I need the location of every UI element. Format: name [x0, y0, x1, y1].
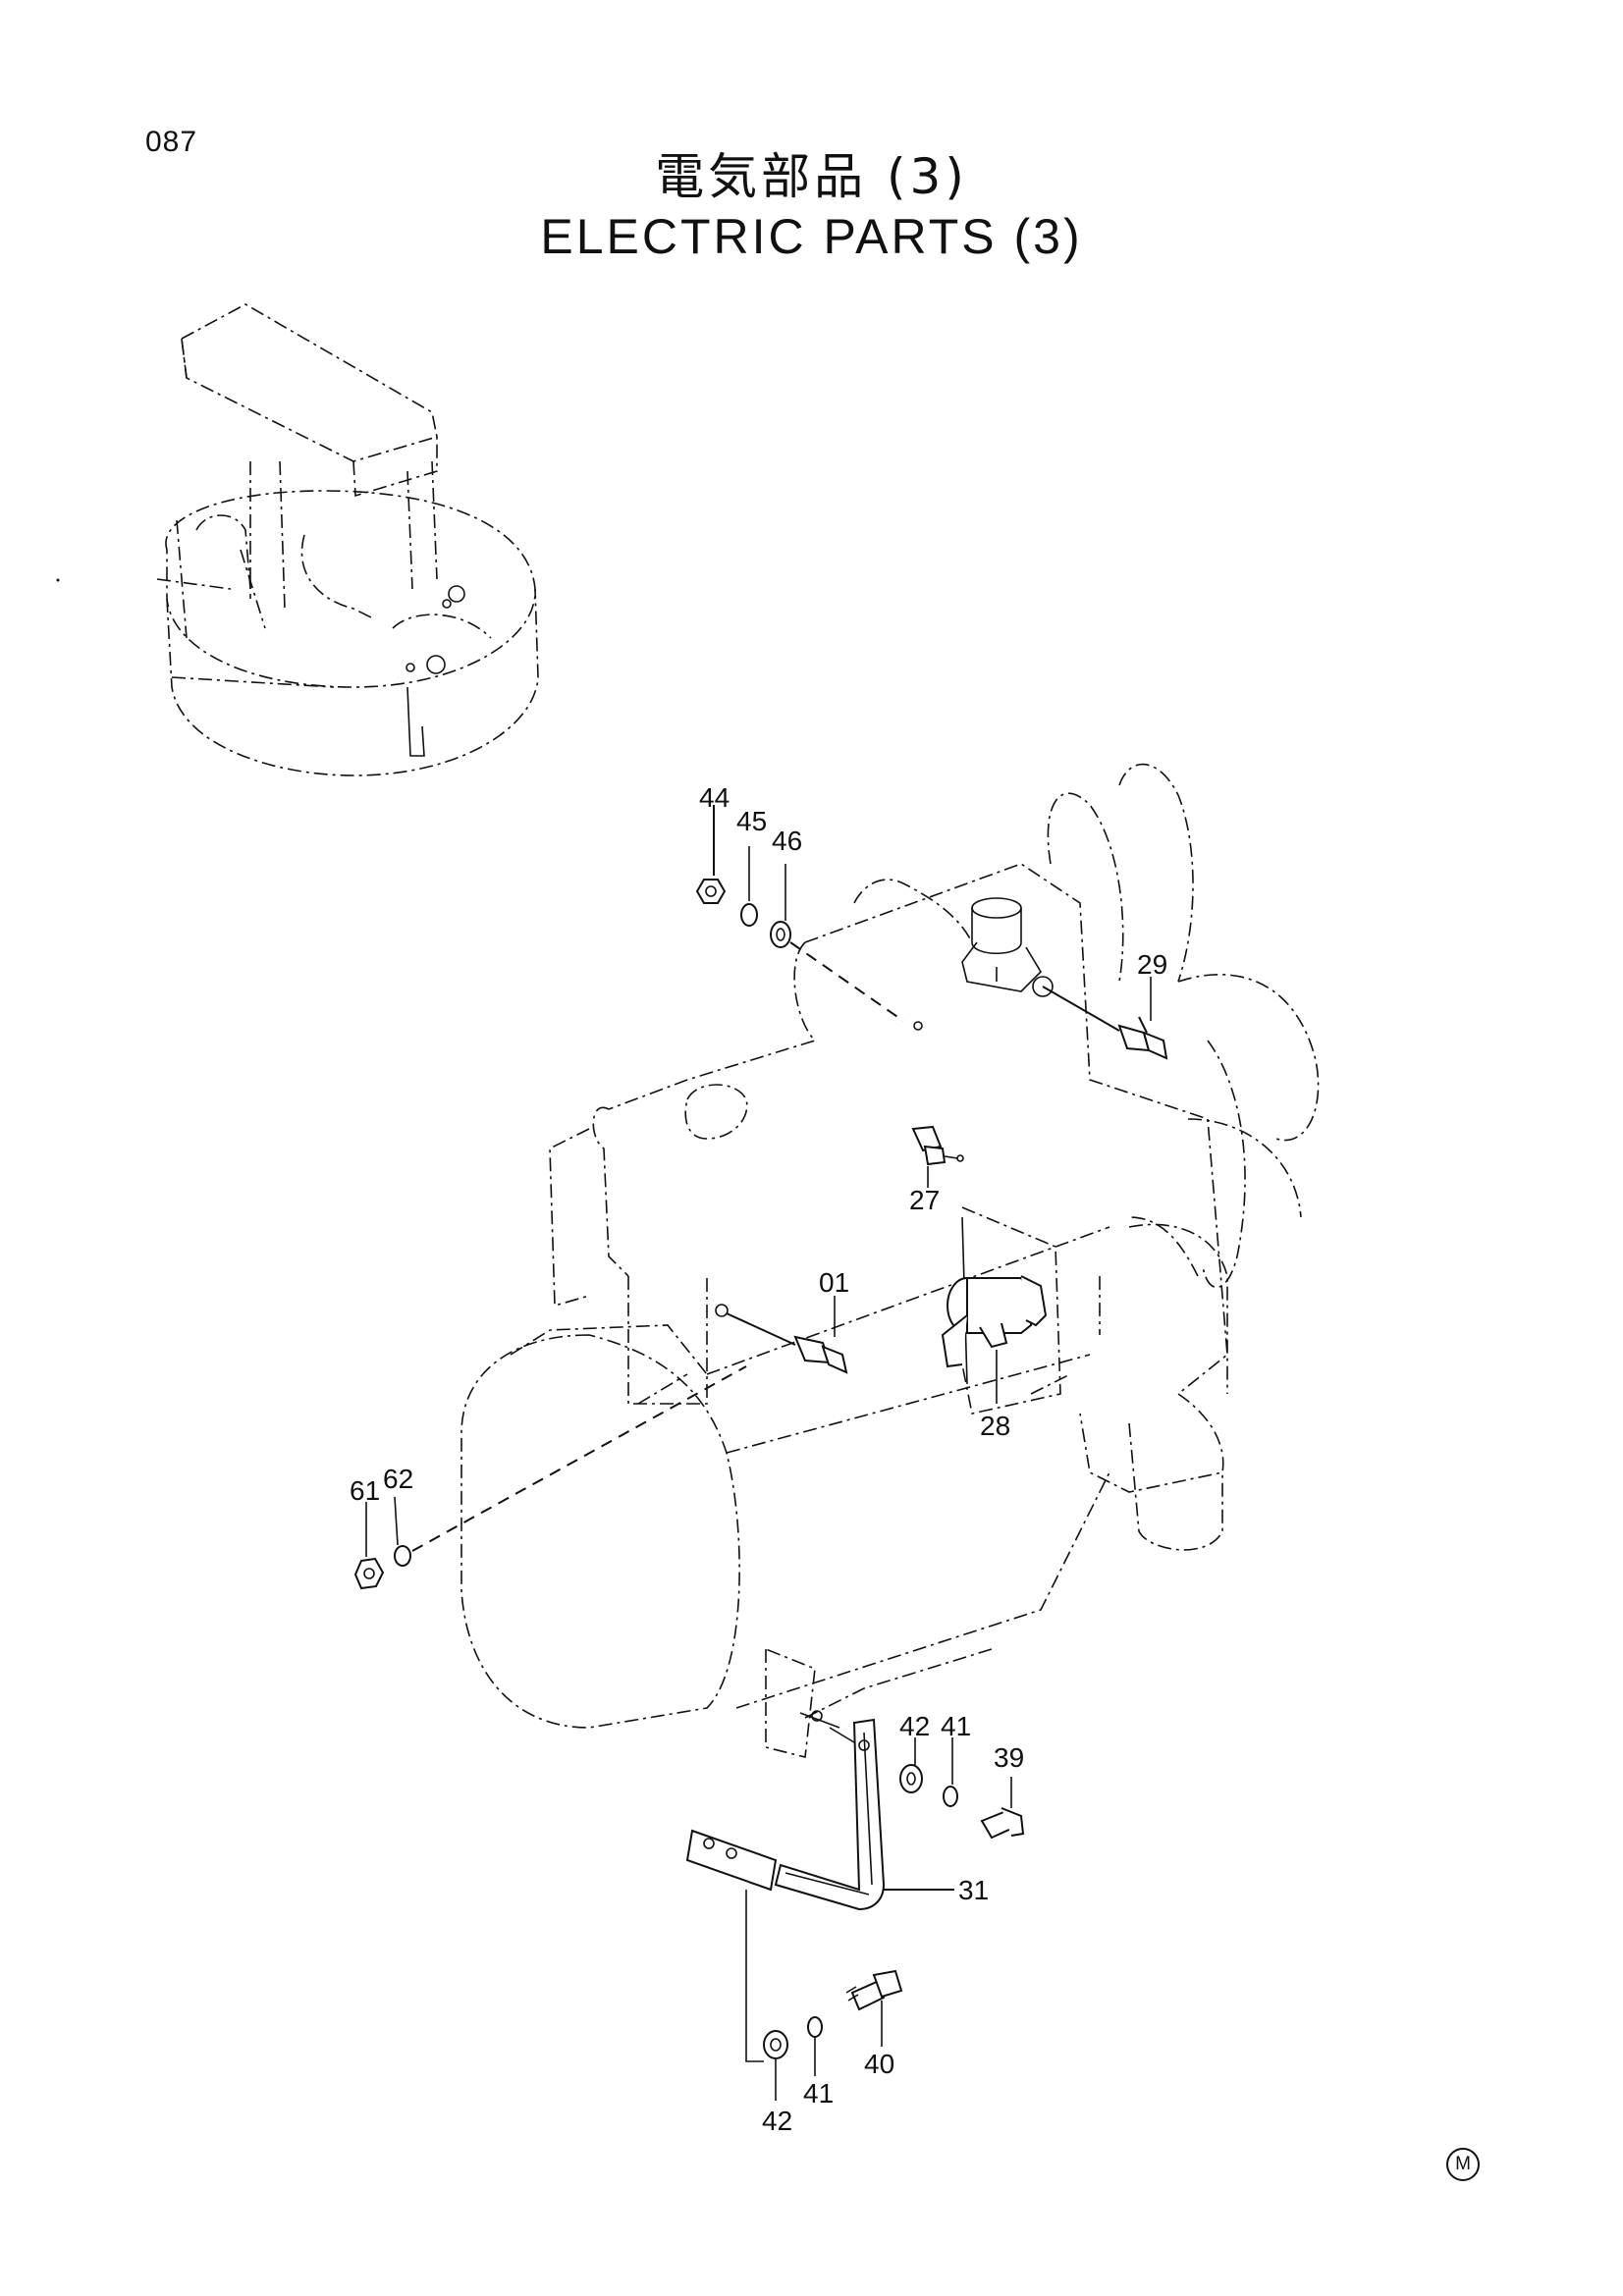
part-27-sensor [911, 1125, 964, 1166]
callout-41-upper: 41 [941, 1711, 971, 1741]
callout-42-lower: 42 [762, 2106, 792, 2136]
fastener-39-41-42-upper [899, 1737, 1025, 1840]
engine-illustration [460, 763, 1320, 1758]
callout-01: 01 [819, 1267, 849, 1298]
callout-40: 40 [864, 2049, 894, 2079]
callout-45: 45 [736, 806, 767, 836]
page-number: 087 [145, 126, 198, 158]
fastener-40-41-42-lower [745, 1890, 903, 2101]
page-mark: M [1446, 2148, 1480, 2181]
callout-28: 28 [980, 1411, 1010, 1441]
title-english: ELECTRIC PARTS (3) [540, 209, 1083, 264]
callout-39: 39 [994, 1742, 1024, 1773]
fastener-44-45-46 [695, 805, 923, 1031]
callout-42-upper: 42 [899, 1711, 930, 1741]
callout-61: 61 [350, 1475, 380, 1506]
title-block: 電気部品 (3) ELECTRIC PARTS (3) [0, 147, 1623, 267]
callout-62: 62 [383, 1464, 413, 1494]
callout-46: 46 [772, 826, 802, 856]
part-01-sensor [715, 1304, 848, 1374]
callout-44: 44 [699, 782, 730, 813]
callout-31: 31 [958, 1875, 989, 1905]
callout-29: 29 [1137, 949, 1167, 980]
machine-overview-illustration [56, 303, 539, 776]
part-31-bracket [685, 1710, 954, 1911]
callout-leaders [834, 977, 1152, 1404]
callout-27: 27 [909, 1185, 940, 1215]
callout-41-lower: 41 [803, 2078, 834, 2109]
part-29-sensor [1042, 986, 1168, 1060]
part-28-solenoid [941, 1216, 1048, 1385]
fastener-61-62 [353, 1365, 747, 1590]
title-japanese: 電気部品 (3) [655, 148, 968, 205]
